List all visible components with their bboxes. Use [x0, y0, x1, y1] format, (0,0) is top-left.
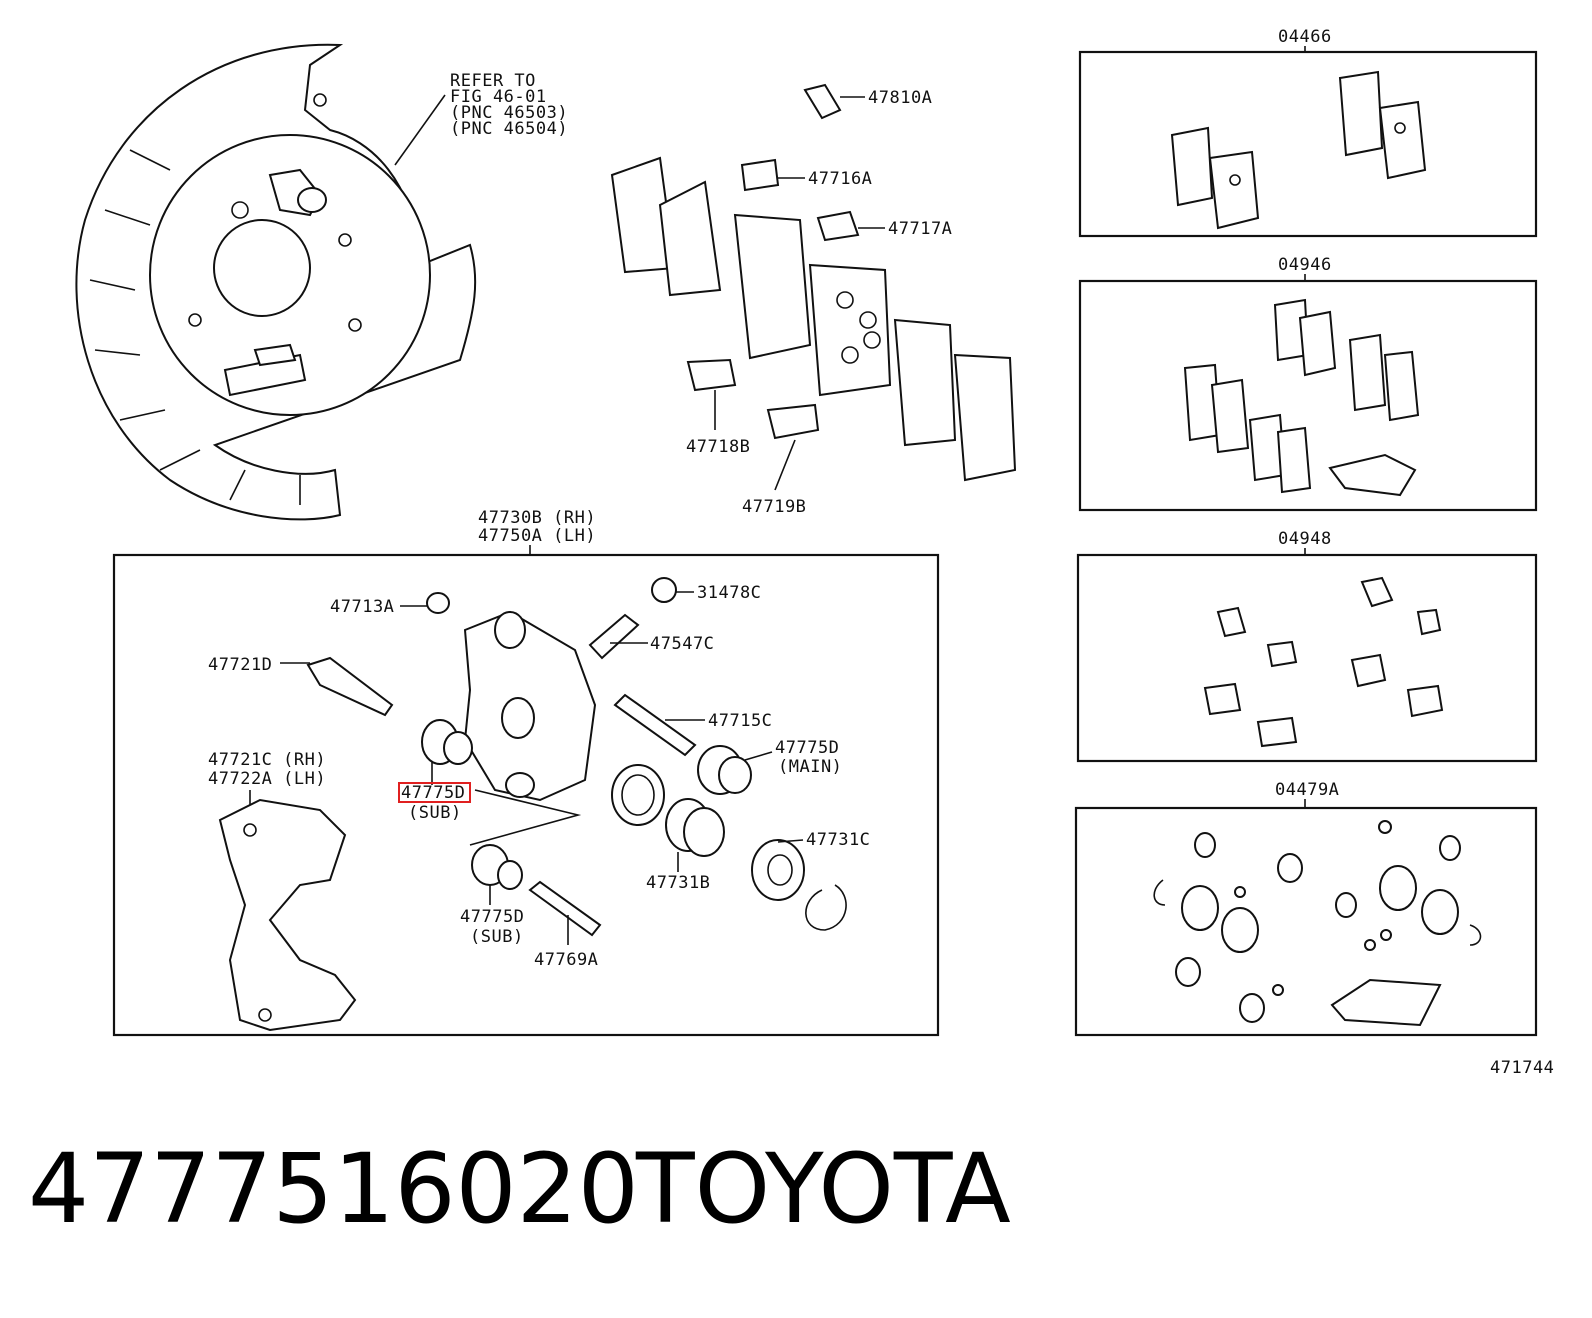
label-47715C: 47715C — [708, 711, 772, 731]
label-47750A-lh: 47750A (LH) — [478, 526, 596, 546]
label-kit-04479A: 04479A — [1275, 780, 1339, 800]
brake-pads-drawing — [610, 83, 1017, 482]
label-47717A: 47717A — [888, 219, 952, 239]
label-kit-04946: 04946 — [1278, 255, 1332, 275]
label-47722A-lh: 47722A (LH) — [208, 769, 326, 789]
kit-04479A-drawing — [1153, 820, 1482, 1027]
kit-box-04466 — [1078, 50, 1538, 238]
label-47716A: 47716A — [808, 169, 872, 189]
figure-code: 471744 — [1490, 1058, 1554, 1078]
label-47775D-sub: 47775D — [460, 907, 524, 927]
label-sub-note-2: (SUB) — [470, 927, 524, 947]
refer-note-line-3: (PNC 46503) — [450, 103, 568, 123]
label-47775D-highlighted: 47775D — [401, 783, 465, 803]
kit-box-04948 — [1076, 553, 1538, 763]
label-47718B: 47718B — [686, 437, 750, 457]
footer-part-number: 4777516020 — [28, 1133, 639, 1245]
label-main-note: (MAIN) — [778, 757, 842, 777]
label-47731B: 47731B — [646, 873, 710, 893]
refer-note-line-4: (PNC 46504) — [450, 119, 568, 139]
label-47769A: 47769A — [534, 950, 598, 970]
label-31478C: 31478C — [697, 583, 761, 603]
kit-04948-drawing — [1203, 576, 1444, 748]
label-sub-note-1: (SUB) — [408, 803, 462, 823]
label-kit-04948: 04948 — [1278, 529, 1332, 549]
label-47713A: 47713A — [330, 597, 394, 617]
label-47810A: 47810A — [868, 88, 932, 108]
refer-note-line-1: REFER TO — [450, 71, 536, 91]
backing-plate-drawing — [75, 43, 477, 521]
label-47721D: 47721D — [208, 655, 272, 675]
highlight-box — [398, 782, 471, 803]
caliper-assembly-box — [112, 553, 940, 1037]
kit-box-04946 — [1078, 279, 1538, 512]
label-47721C-rh: 47721C (RH) — [208, 750, 326, 770]
kit-box-04479A — [1074, 806, 1538, 1037]
label-kit-04466: 04466 — [1278, 27, 1332, 47]
label-47730B-rh: 47730B (RH) — [478, 508, 596, 528]
kit-04466-drawing — [1170, 70, 1427, 230]
kit-04946-drawing — [1183, 298, 1420, 497]
label-47775D-main: 47775D — [775, 738, 839, 758]
caliper-parts-drawing — [218, 577, 847, 1032]
label-47731C: 47731C — [806, 830, 870, 850]
refer-note-line-2: FIG 46-01 — [450, 87, 547, 107]
label-47719B: 47719B — [742, 497, 806, 517]
label-47547C: 47547C — [650, 634, 714, 654]
footer-brand: TOYOTA — [635, 1133, 1011, 1245]
